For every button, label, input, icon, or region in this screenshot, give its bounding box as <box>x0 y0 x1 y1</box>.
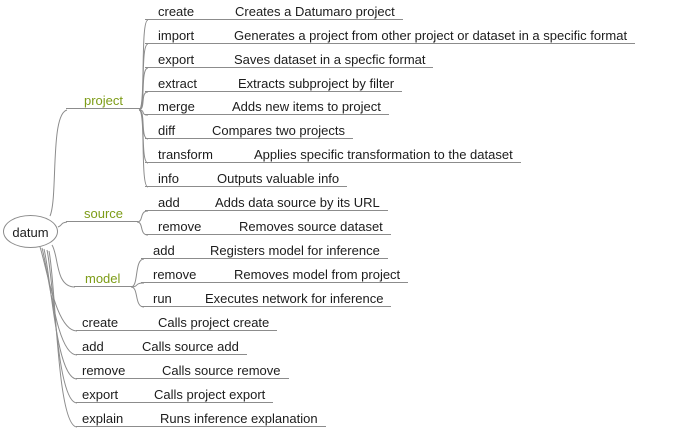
branch-source[interactable]: source <box>66 206 138 222</box>
connector-root-create <box>39 246 78 332</box>
node-model-add[interactable]: add <box>141 243 208 259</box>
connector-root-source <box>57 221 68 228</box>
node-explain[interactable]: explain <box>76 411 158 427</box>
connector-root-export <box>46 249 78 404</box>
node-project-export[interactable]: export <box>145 52 232 68</box>
node-export[interactable]: export <box>76 387 152 403</box>
node-explain-desc[interactable]: Runs inference explanation <box>158 411 326 427</box>
connector-model-remove <box>130 282 145 288</box>
node-project-transform[interactable]: transform <box>145 147 252 163</box>
node-model-remove[interactable]: remove <box>141 267 232 283</box>
node-model-add-desc[interactable]: Registers model for inference <box>208 243 388 259</box>
node-project-create[interactable]: create <box>145 4 233 20</box>
node-remove[interactable]: remove <box>76 363 160 379</box>
node-project-diff-desc[interactable]: Compares two projects <box>210 123 353 139</box>
node-project-info-desc[interactable]: Outputs valuable info <box>215 171 348 187</box>
node-model-remove-desc[interactable]: Removes model from project <box>232 267 409 283</box>
connector-root-model <box>51 244 76 288</box>
node-project-merge[interactable]: merge <box>145 99 230 115</box>
node-project-export-desc[interactable]: Saves dataset in a specfic format <box>232 52 434 68</box>
node-add[interactable]: add <box>76 339 140 355</box>
node-create-desc[interactable]: Calls project create <box>156 315 278 331</box>
connector-root-explain <box>48 250 78 428</box>
node-source-remove[interactable]: remove <box>145 219 237 235</box>
node-model-run-desc[interactable]: Executes network for inference <box>203 291 392 307</box>
node-project-diff[interactable]: diff <box>145 123 210 139</box>
connector-root-add <box>41 247 78 356</box>
node-source-add-desc[interactable]: Adds data source by its URL <box>213 195 388 211</box>
node-project-create-desc[interactable]: Creates a Datumaro project <box>233 4 403 20</box>
node-project-info[interactable]: info <box>145 171 215 187</box>
node-project-import-desc[interactable]: Generates a project from other project o… <box>232 28 636 44</box>
connector-root-remove <box>43 248 78 380</box>
node-export-desc[interactable]: Calls project export <box>152 387 274 403</box>
node-model-run[interactable]: run <box>141 291 203 307</box>
node-add-desc[interactable]: Calls source add <box>140 339 247 355</box>
node-project-extract-desc[interactable]: Extracts subproject by filter <box>236 76 403 92</box>
node-source-add[interactable]: add <box>145 195 213 211</box>
branch-model[interactable]: model <box>74 271 132 287</box>
node-project-extract[interactable]: extract <box>145 76 236 92</box>
node-remove-desc[interactable]: Calls source remove <box>160 363 289 379</box>
node-source-remove-desc[interactable]: Removes source dataset <box>237 219 391 235</box>
node-create[interactable]: create <box>76 315 156 331</box>
root-node-datum[interactable]: datum <box>3 215 58 248</box>
branch-project[interactable]: project <box>66 93 140 109</box>
node-project-transform-desc[interactable]: Applies specific transformation to the d… <box>252 147 521 163</box>
connector-root-project <box>49 109 68 217</box>
node-project-merge-desc[interactable]: Adds new items to project <box>230 99 389 115</box>
node-project-import[interactable]: import <box>145 28 232 44</box>
